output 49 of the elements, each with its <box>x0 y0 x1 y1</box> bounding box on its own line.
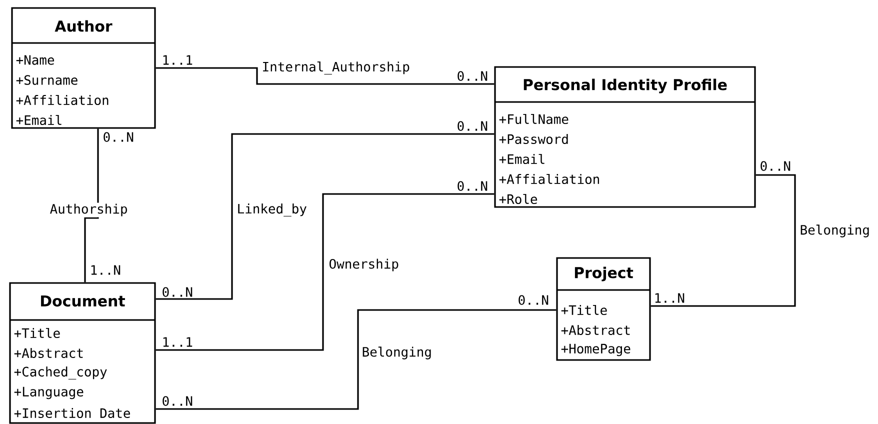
attribute: +Surname <box>16 75 78 85</box>
attribute: +Language <box>14 386 84 400</box>
edge-label: Authorship <box>50 204 127 216</box>
attribute: +Affialiation <box>499 174 599 184</box>
edge-label: Internal_Authorship <box>263 62 410 74</box>
multiplicity: 1..1 <box>163 337 192 347</box>
attribute: +HomePage <box>561 344 630 356</box>
attribute: +Affiliation <box>16 94 108 106</box>
edge-label: Linked_by <box>238 204 306 216</box>
class-box <box>11 7 156 129</box>
attribute: +Email <box>16 114 62 126</box>
multiplicity: 0..N <box>458 181 488 191</box>
association-line <box>650 174 796 307</box>
attribute: +Title <box>561 304 607 316</box>
class-name: Document <box>41 295 125 307</box>
edge-label: Belonging <box>362 346 431 360</box>
class-box <box>556 257 651 361</box>
class-name: Project <box>574 266 634 282</box>
multiplicity: 0..N <box>518 295 548 305</box>
class-box <box>9 282 156 424</box>
multiplicity: 0..N <box>162 396 192 406</box>
association-line <box>156 133 494 300</box>
attribute: +Password <box>499 134 568 144</box>
association-line <box>156 309 556 410</box>
multiplicity: 0..N <box>760 161 790 171</box>
attribute: +Email <box>499 154 544 164</box>
association-line <box>84 128 99 282</box>
class-name: Personal Identity Profile <box>524 78 727 94</box>
multiplicity: 0..N <box>162 287 192 297</box>
attribute: +Insertion Date <box>14 408 130 418</box>
multiplicity: 1..N <box>655 293 684 303</box>
edge-label: Belonging <box>800 224 869 238</box>
class-name: Author <box>54 20 112 32</box>
multiplicity: 0..N <box>104 132 134 142</box>
attribute: +Role <box>499 194 538 204</box>
attribute: +FullName <box>499 114 568 124</box>
multiplicity: 1..1 <box>163 55 192 65</box>
multiplicity: 0..N <box>458 121 488 131</box>
attribute: +Title <box>14 328 60 338</box>
association-line <box>156 67 494 85</box>
multiplicity: 1..N <box>91 265 120 275</box>
edge-label: Ownership <box>330 258 398 272</box>
multiplicity: 0..N <box>458 71 488 81</box>
attribute: +Abstract <box>14 348 83 358</box>
attribute: +Name <box>16 55 54 65</box>
class-box <box>494 66 756 208</box>
attribute: +Cached_copy <box>14 366 107 380</box>
association-line <box>156 193 494 351</box>
attribute: +Abstract <box>561 325 630 336</box>
